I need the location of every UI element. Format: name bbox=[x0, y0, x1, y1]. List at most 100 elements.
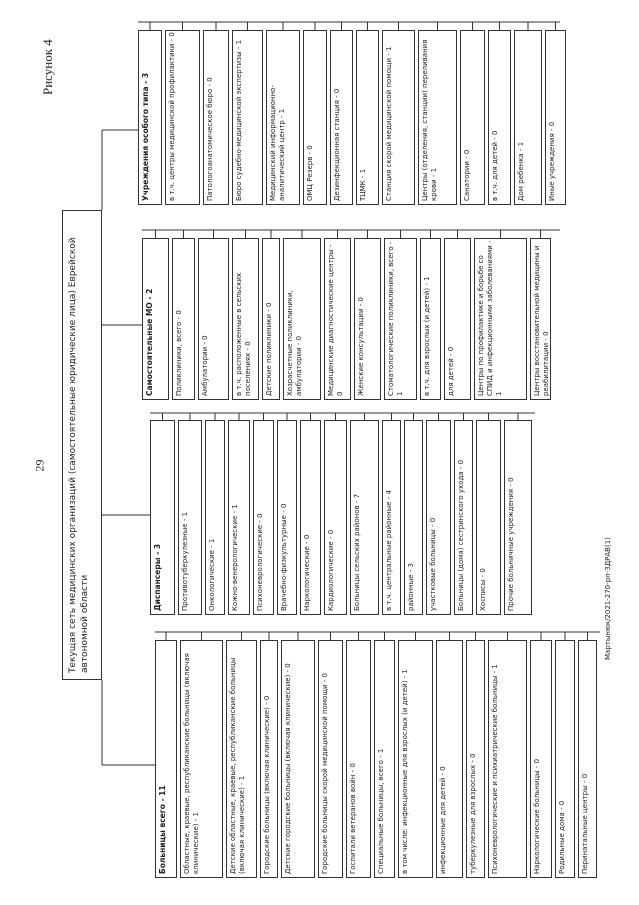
dispensaries-item: Кардиологические - 0 bbox=[324, 420, 347, 615]
mo-item-label: Амбулатории - 0 bbox=[201, 335, 209, 396]
mo-item-label: Хозрасчетные поликлиники, амбулатории - … bbox=[286, 290, 303, 396]
hospitals-item: Наркологические больницы - 0 bbox=[530, 640, 552, 878]
dispensaries-item-label: районные - 3 bbox=[407, 563, 415, 611]
special-item: Патологоанатомическое бюро - 0 bbox=[203, 30, 229, 205]
special-item-label: Дом ребенка - 1 bbox=[517, 141, 525, 201]
mo-item-label: Детские поликлиники - 0 bbox=[265, 302, 273, 396]
special-item-label: Бюро судебно-медицинской экспертизы - 1 bbox=[235, 39, 243, 201]
hospitals-item: Городские больницы скорой медицинской по… bbox=[318, 640, 343, 878]
special-item: Бюро судебно-медицинской экспертизы - 1 bbox=[232, 30, 263, 205]
mo-item-label: в т.ч. для взрослых (и детей) - 1 bbox=[423, 276, 431, 396]
hospitals-item-label: Госпитали ветеранов войн - 0 bbox=[349, 763, 357, 874]
dispensaries-item: Больницы (дома) сестринского ухода - 0 bbox=[454, 420, 473, 615]
dispensaries-item: Противотуберкулезные - 1 bbox=[178, 420, 202, 615]
mo-item-label: Женские консультации - 0 bbox=[357, 297, 365, 396]
hospitals-item-label: Родильные дома - 0 bbox=[558, 800, 566, 874]
mo-item: Женские консультации - 0 bbox=[354, 238, 381, 400]
mo-item: в т.ч. для взрослых (и детей) - 1 bbox=[420, 238, 441, 400]
special-item: Дезинфекционная станция - 0 bbox=[330, 30, 353, 205]
dispensaries-item-label: Врачебно-физкультурные - 0 bbox=[280, 503, 288, 611]
mo-item-label: для детей - 0 bbox=[447, 346, 455, 396]
hospitals-item-label: Детские городские больницы (включая клин… bbox=[284, 663, 292, 874]
dispensaries-item-label: Противотуберкулезные - 1 bbox=[181, 511, 189, 611]
mo-item: Хозрасчетные поликлиники, амбулатории - … bbox=[283, 238, 321, 400]
mo-item: Центры восстановительной медицины и реаб… bbox=[530, 238, 551, 400]
mo-item: Детские поликлиники - 0 bbox=[262, 238, 280, 400]
dispensaries-item: Больницы сельских районов - 7 bbox=[350, 420, 379, 615]
dispensaries-item-label: Хосписы - 0 bbox=[479, 568, 487, 611]
hospitals-header-label: Больницы всего - 11 bbox=[158, 785, 167, 874]
special-item-label: в т.ч. для детей - 0 bbox=[491, 130, 499, 202]
mo-item-label: Центры по профилактике и борьбе со СПИД … bbox=[477, 240, 503, 396]
special-item: ОМЦ Резерв - 0 bbox=[303, 30, 327, 205]
special-item: Станция скорой медицинской помощи - 1 bbox=[382, 30, 415, 205]
hospitals-item: Детские городские больницы (включая клин… bbox=[281, 640, 315, 878]
special-item-label: ОМЦ Резерв - 0 bbox=[306, 145, 314, 201]
special-item: Дом ребенка - 1 bbox=[514, 30, 542, 205]
hospitals-item: в том числе: инфекционные для взрослых (… bbox=[398, 640, 433, 878]
special-item: ТЦМК - 1 bbox=[356, 30, 379, 205]
mo-item-label: Центры восстановительной медицины и реаб… bbox=[533, 245, 550, 396]
special-item-label: Центры (отделения, станции) переливания … bbox=[421, 39, 438, 201]
hospitals-item: Госпитали ветеранов войн - 0 bbox=[346, 640, 371, 878]
dispensaries-item-label: Прочие больничные учреждения - 0 bbox=[507, 477, 515, 611]
dispensaries-item-label: Психоневрологические - 0 bbox=[256, 513, 264, 611]
mo-item-label: Стоматологические поликлиники, всего - 1 bbox=[387, 241, 404, 396]
hospitals-item-label: Специальные больницы, всего - 1 bbox=[377, 748, 385, 874]
special-item-label: Медицинский информационно-аналитический … bbox=[269, 85, 286, 201]
dispensaries-item-label: Наркологические - 0 bbox=[303, 534, 311, 611]
hospitals-item-label: Наркологические больницы - 0 bbox=[533, 758, 541, 874]
hospitals-item-label: в том числе: инфекционные для взрослых (… bbox=[401, 669, 409, 874]
dispensaries-item-label: Больницы сельских районов - 7 bbox=[353, 493, 361, 611]
special-item: Иные учреждения - 0 bbox=[545, 30, 566, 205]
hospitals-item-label: Областные, краевые, республиканские боль… bbox=[183, 653, 200, 874]
hospitals-item: Областные, краевые, республиканские боль… bbox=[180, 640, 223, 878]
hospitals-item-label: Перинатальные центры - 0 bbox=[581, 773, 589, 874]
mo-header: Самостоятельные МО - 2 bbox=[142, 238, 169, 400]
special-item-label: Санатории - 0 bbox=[463, 149, 471, 201]
special-item: Медицинский информационно-аналитический … bbox=[266, 30, 300, 205]
mo-header-label: Самостоятельные МО - 2 bbox=[145, 288, 154, 396]
hospitals-item-label: туберкулезные для взрослых - 0 bbox=[469, 753, 477, 874]
dispensaries-item: Прочие больничные учреждения - 0 bbox=[504, 420, 532, 615]
hospitals-item-label: Психоневрологические и психиатрические б… bbox=[491, 664, 499, 874]
special-item-label: ТЦМК - 1 bbox=[359, 168, 367, 201]
mo-item: Медицинские диагностические центры - 0 bbox=[324, 238, 351, 400]
hospitals-item-label: Городские больницы скорой медицинской по… bbox=[321, 673, 329, 874]
dispensaries-item: Кожно-венерологические - 1 bbox=[228, 420, 250, 615]
dispensaries-item: Онкологические - 1 bbox=[205, 420, 225, 615]
dispensaries-header-label: Диспансеры - 3 bbox=[153, 543, 162, 611]
mo-item-label: Медицинские диагностические центры - 0 bbox=[327, 244, 344, 396]
mo-item: Амбулатории - 0 bbox=[198, 238, 229, 400]
dispensaries-item: районные - 3 bbox=[404, 420, 423, 615]
dispensaries-item: участковые больницы - 0 bbox=[426, 420, 451, 615]
dispensaries-item-label: в т.ч. центральные районные - 4 bbox=[385, 490, 393, 611]
mo-item: Поликлиники, всего - 0 bbox=[172, 238, 195, 400]
dispensaries-item: в т.ч. центральные районные - 4 bbox=[382, 420, 401, 615]
special-item-label: Станция скорой медицинской помощи - 1 bbox=[385, 46, 393, 201]
special-item: Центры (отделения, станции) переливания … bbox=[418, 30, 457, 205]
special-item-label: в т.ч. центры медицинской профилактики -… bbox=[168, 32, 176, 201]
special-item-label: Иные учреждения - 0 bbox=[548, 121, 556, 201]
root-box: Текущая сеть медицинских организаций (са… bbox=[62, 210, 102, 680]
hospitals-item: Городские больницы (включая клинические)… bbox=[260, 640, 278, 878]
special-item: в т.ч. центры медицинской профилактики -… bbox=[165, 30, 200, 205]
dispensaries-item: Врачебно-физкультурные - 0 bbox=[277, 420, 297, 615]
mo-item-label: Поликлиники, всего - 0 bbox=[175, 310, 183, 396]
hospitals-header: Больницы всего - 11 bbox=[155, 640, 177, 878]
dispensaries-item-label: Больницы (дома) сестринского ухода - 0 bbox=[457, 459, 465, 611]
dispensaries-item: Психоневрологические - 0 bbox=[253, 420, 274, 615]
hospitals-item: туберкулезные для взрослых - 0 bbox=[466, 640, 485, 878]
mo-item: Стоматологические поликлиники, всего - 1 bbox=[384, 238, 417, 400]
mo-item: в т.ч. расположенные в сельских поселени… bbox=[232, 238, 259, 400]
hospitals-item: Специальные больницы, всего - 1 bbox=[374, 640, 395, 878]
mo-item: Центры по профилактике и борьбе со СПИД … bbox=[474, 238, 527, 400]
hospitals-item-label: Детские областные, краевые, республиканс… bbox=[229, 657, 246, 874]
dispensaries-item-label: Кардиологические - 0 bbox=[327, 529, 335, 611]
special-item-label: Патологоанатомическое бюро - 0 bbox=[206, 77, 214, 201]
special-header-label: Учреждения особого типа - 3 bbox=[141, 72, 150, 201]
hospitals-item: инфекционные для детей - 0 bbox=[436, 640, 463, 878]
mo-item: для детей - 0 bbox=[444, 238, 471, 400]
dispensaries-item-label: Онкологические - 1 bbox=[208, 538, 216, 611]
